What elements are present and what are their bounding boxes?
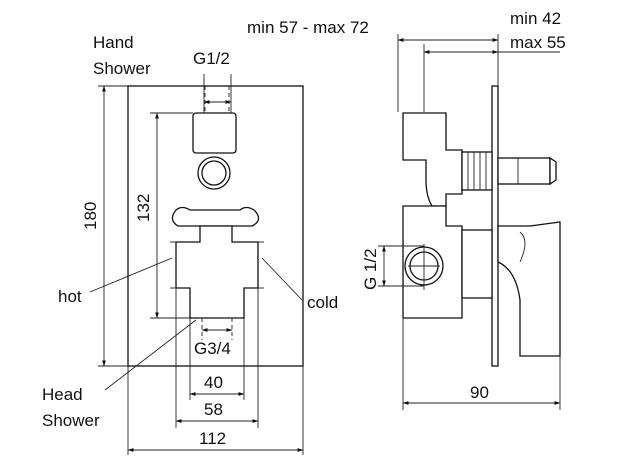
side-upper-outlet — [402, 112, 463, 207]
diverter-knob — [197, 156, 231, 190]
width-58-label: 58 — [204, 400, 223, 419]
hand-shower-label-1: Hand — [93, 33, 134, 52]
g-half-vertical-label: G 1/2 — [361, 248, 380, 290]
side-cover-plate — [491, 85, 499, 367]
side-view: min 57 - max 72 min 42 max 55 G 1/2 90 — [247, 9, 566, 410]
hot-label: hot — [58, 287, 82, 306]
side-threaded-stem — [461, 151, 493, 191]
cover-plate-outline — [127, 85, 304, 367]
front-view: Hand Shower G1/2 180 132 hot cold G3/4 H… — [42, 33, 338, 455]
head-shower-label-2: Shower — [42, 411, 100, 430]
depth-range-label: min 57 - max 72 — [247, 18, 369, 37]
min-42-label: min 42 — [510, 9, 561, 28]
mixer-body — [175, 225, 259, 319]
g-half-label: G1/2 — [193, 49, 230, 68]
g-three-quarter-label: G3/4 — [194, 339, 231, 358]
hand-shower-label-2: Shower — [93, 59, 151, 78]
width-40-label: 40 — [204, 373, 223, 392]
max-55-label: max 55 — [510, 33, 566, 52]
mixer-handle — [171, 206, 260, 227]
hand-shower-outlet — [192, 112, 237, 154]
height-132-label: 132 — [134, 194, 153, 222]
cold-label: cold — [307, 293, 338, 312]
side-lever-handle — [497, 221, 561, 357]
depth-90-label: 90 — [470, 383, 489, 402]
side-spindle — [497, 157, 551, 185]
height-180-label: 180 — [81, 202, 100, 230]
width-112-label: 112 — [199, 429, 226, 448]
head-shower-label-1: Head — [42, 385, 83, 404]
